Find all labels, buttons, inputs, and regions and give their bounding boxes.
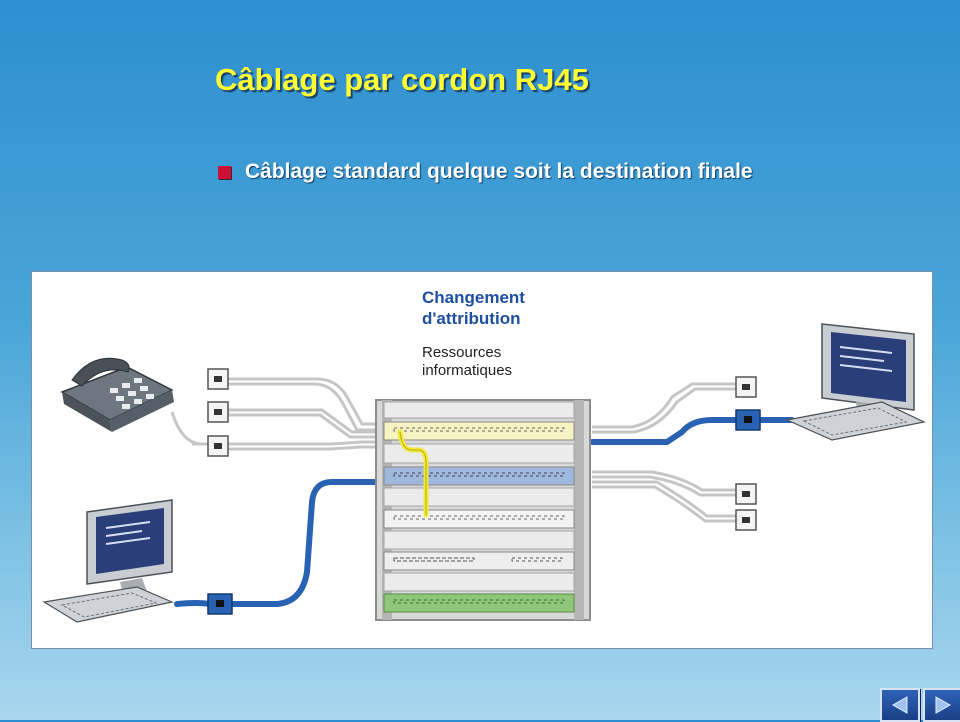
slide-navigation <box>880 688 960 722</box>
next-slide-button[interactable] <box>923 688 960 722</box>
cabling-diagram: Changement d'attribution Ressources info… <box>31 271 933 649</box>
triangle-left-icon <box>891 696 908 714</box>
computer-left-icon <box>42 499 174 623</box>
label-change-line1: Changement <box>422 288 525 307</box>
grey-cables-right <box>592 382 737 523</box>
computer-right-icon <box>785 323 926 441</box>
bullet-item: Câblage standard quelque soit la destina… <box>218 160 753 184</box>
bullet-square-icon <box>218 165 231 179</box>
label-resources-line1: Ressources <box>422 344 502 361</box>
bullet-text: Câblage standard quelque soit la destina… <box>245 160 753 183</box>
network-rack <box>375 399 591 621</box>
blue-sockets <box>207 409 761 615</box>
label-change-line2: d'attribution <box>422 309 521 328</box>
label-change-attribution: Changement d'attribution <box>422 287 525 329</box>
slide-title: Câblage par cordon RJ45 <box>215 62 589 97</box>
triangle-right-icon <box>935 696 952 714</box>
telephone-icon <box>60 357 174 432</box>
diagram-canvas <box>42 323 926 623</box>
label-resources-line2: informatiques <box>422 362 513 379</box>
yellow-cable-outline <box>399 431 427 515</box>
label-resources: Ressources informatiques <box>422 344 512 380</box>
previous-slide-button[interactable] <box>880 688 920 722</box>
wall-sockets <box>207 368 757 531</box>
grey-cables-left <box>170 377 382 451</box>
